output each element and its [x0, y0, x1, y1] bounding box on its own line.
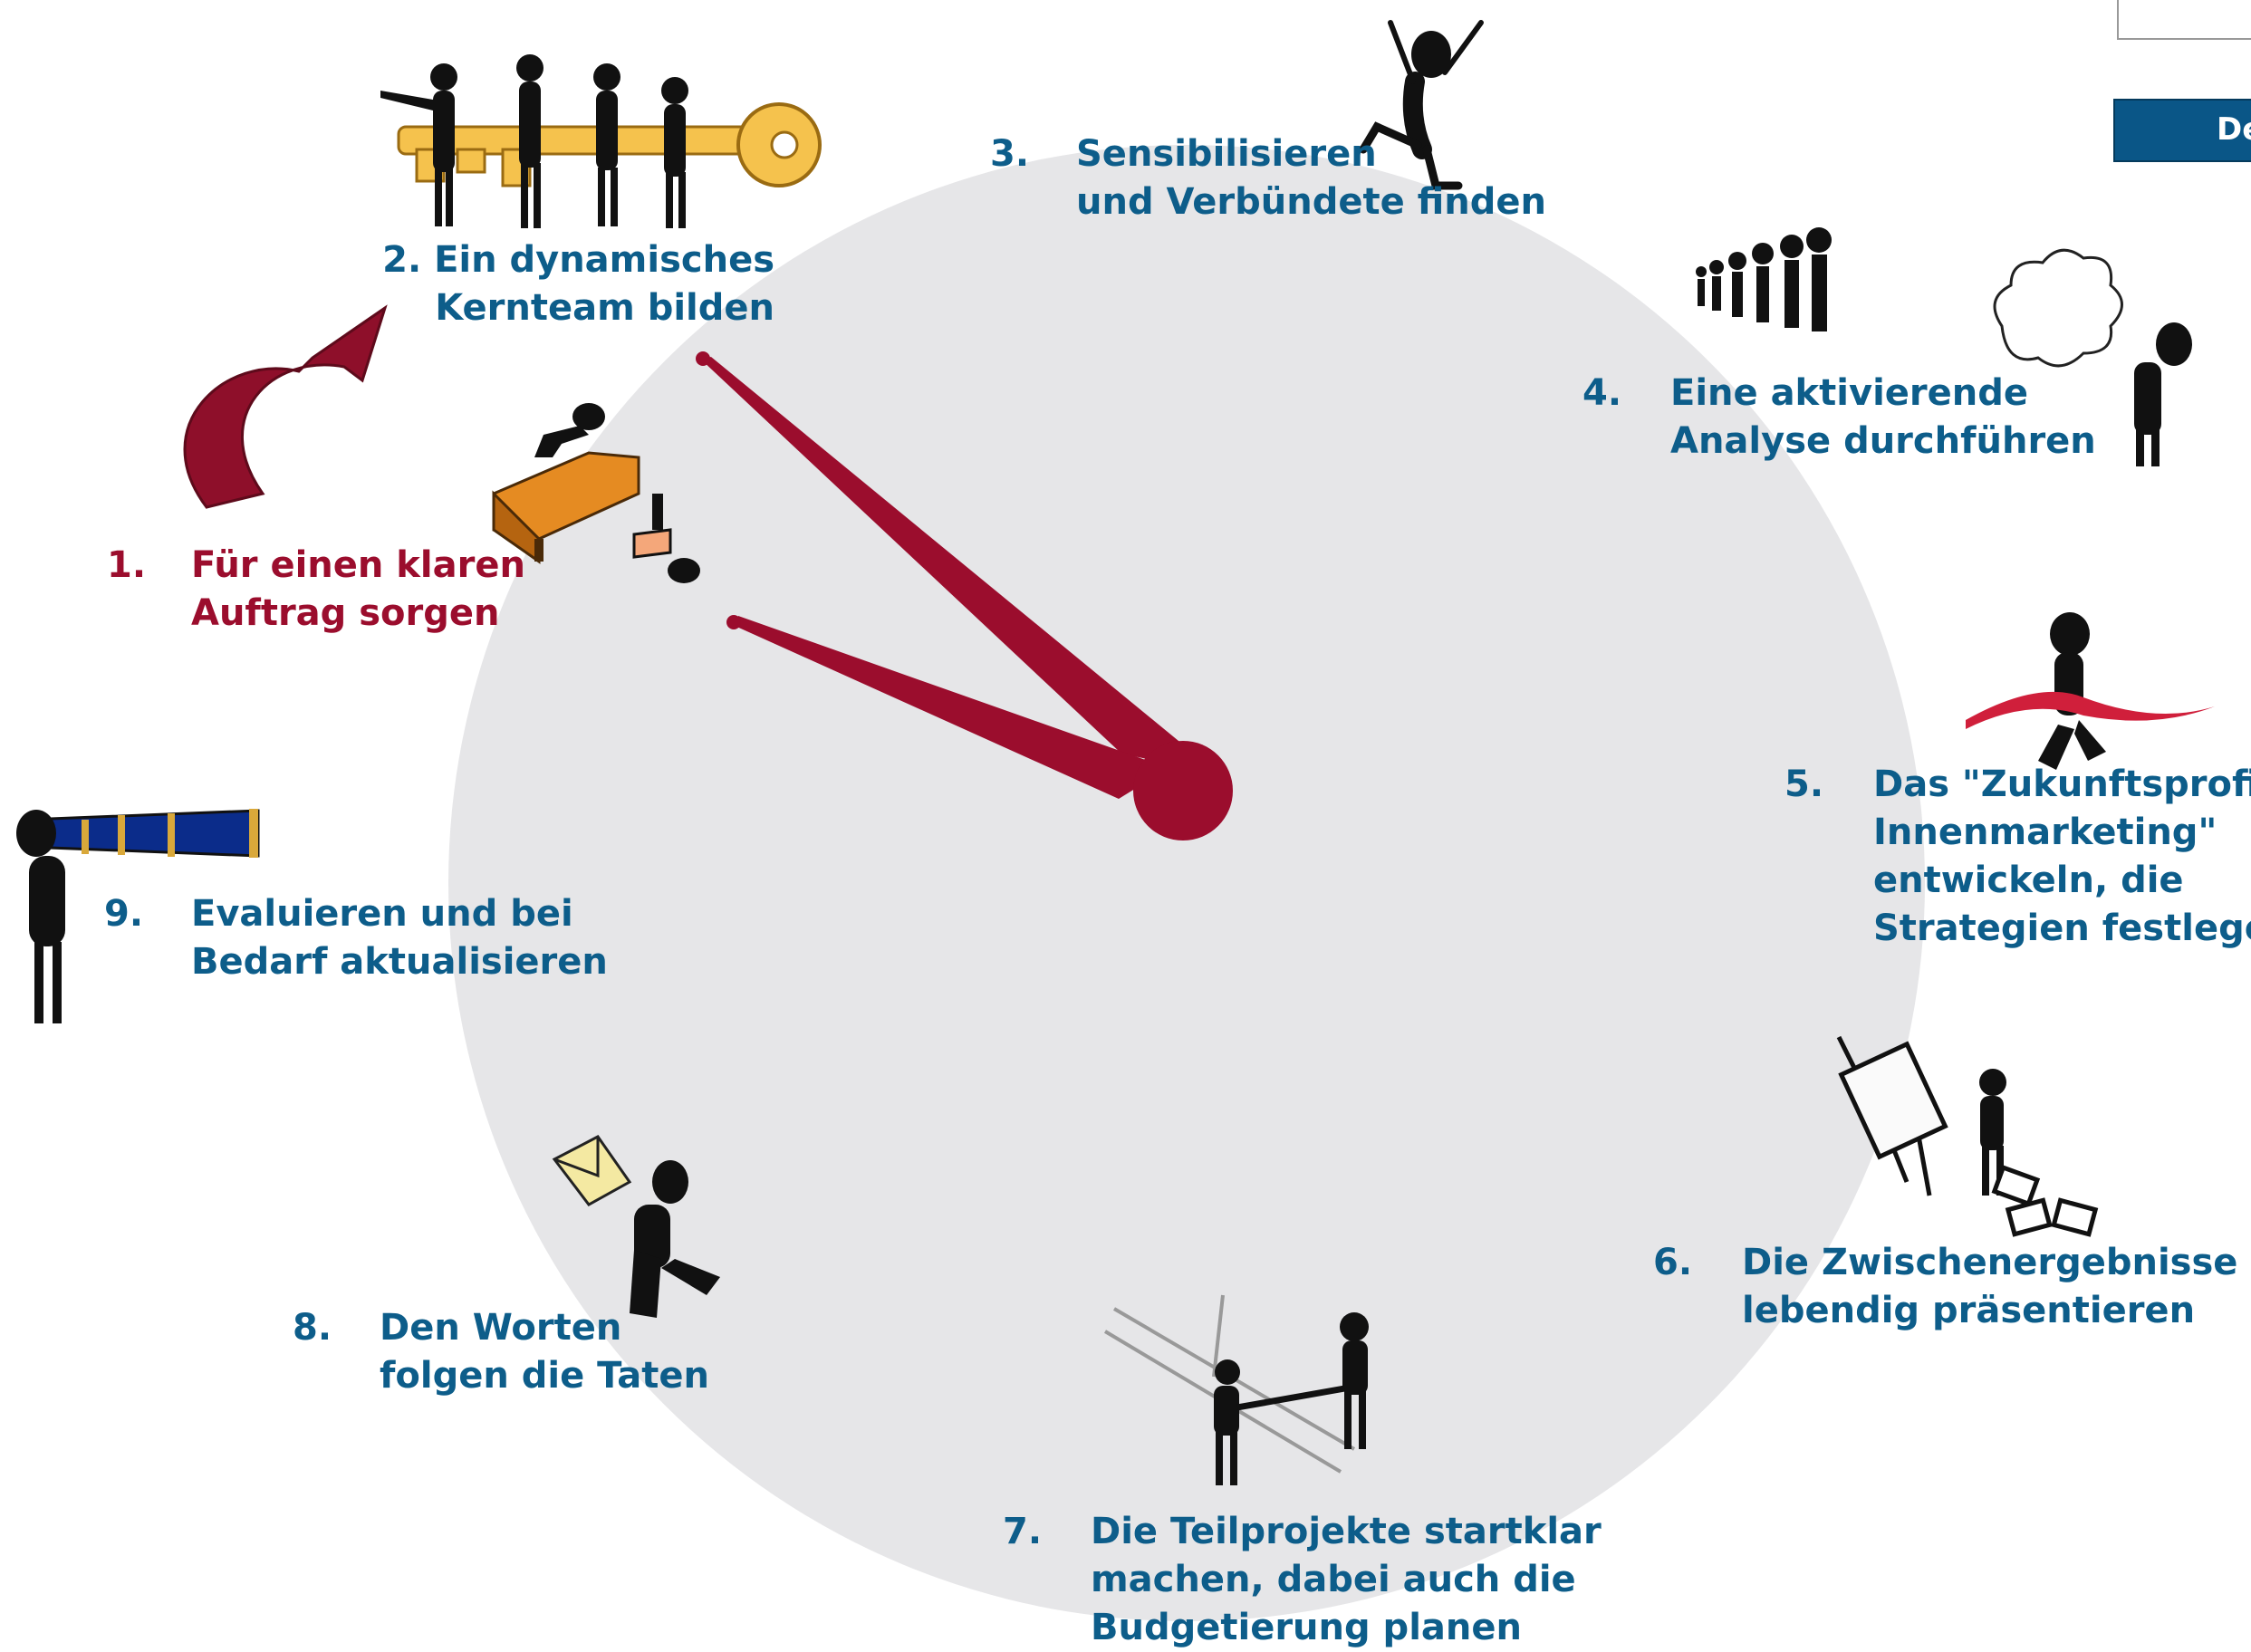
easel-presenter-icon: [1836, 1035, 2099, 1237]
step-line: Bedarf aktualisieren: [191, 941, 608, 983]
step-1: 1. Für einen klaren Auftrag sorgen: [107, 542, 525, 638]
figures-queue-icon: [1696, 227, 1832, 331]
step-number: 1.: [107, 544, 147, 586]
key-team-icon: [380, 54, 822, 228]
step-6: 6. Die Zwischenergebnisse lebendig präse…: [1653, 1239, 2237, 1335]
step-line: Kernteam bilden: [435, 287, 774, 329]
step-line: lebendig präsentieren: [1742, 1290, 2196, 1331]
desk-fall-icon: [492, 403, 700, 583]
letter-jumper-icon: [552, 1135, 720, 1318]
step-line: machen, dabei auch die: [1091, 1559, 1576, 1600]
corner-tab-label: De: [2217, 111, 2251, 148]
step-line: entwickeln, die: [1873, 860, 2184, 901]
step-3: 3. Sensibilisieren und Verbündete finden: [990, 130, 1546, 226]
step-line: 2. Ein dynamisches: [382, 239, 774, 281]
step-9: 9. Evaluieren und bei Bedarf aktualisier…: [104, 890, 608, 986]
clock-hands: [696, 351, 1233, 840]
step-number: 3.: [990, 133, 1030, 175]
logo-frame: [2117, 0, 2251, 40]
step-line: Das "Zukunftsprofil: [1873, 764, 2251, 805]
step-number: 5.: [1784, 764, 1824, 805]
step-line: Die Zwischenergebnisse: [1742, 1242, 2238, 1283]
curved-arrow-icon: [183, 304, 388, 509]
thinking-figure-icon: [1993, 248, 2192, 466]
step-line: und Verbündete finden: [1076, 181, 1547, 223]
finish-ribbon-icon: [1966, 612, 2215, 770]
step-line: Strategien festlegen: [1873, 908, 2251, 949]
corner-tab[interactable]: De: [2113, 99, 2251, 162]
telescope-figure-icon: [16, 809, 260, 1023]
step-number: 4.: [1582, 372, 1622, 414]
step-line: Für einen klaren: [191, 544, 525, 586]
step-line: Evaluieren und bei: [191, 893, 573, 935]
step-8: 8. Den Worten folgen die Taten: [293, 1304, 709, 1400]
step-4: 4. Eine aktivierende Analyse durchführen: [1582, 370, 2096, 466]
clock-dial: [448, 145, 1925, 1621]
step-line: Auftrag sorgen: [191, 592, 500, 634]
step-line: Den Worten: [380, 1307, 622, 1349]
step-number: 9.: [104, 893, 144, 935]
step-line: Eine aktivierende: [1670, 372, 2028, 414]
step-number: 7.: [1003, 1511, 1043, 1552]
handshake-tracks-icon: [1103, 1294, 1369, 1485]
step-line: Budgetierung planen: [1091, 1607, 1522, 1648]
step-line: Sensibilisieren: [1076, 133, 1377, 175]
step-line: Analyse durchführen: [1670, 420, 2096, 462]
step-2: 2. Ein dynamisches Kernteam bilden: [362, 236, 774, 332]
jumping-figure-icon: [1359, 20, 1484, 190]
step-5: 5. Das "Zukunftsprofil Innenmarketing" e…: [1784, 761, 2251, 953]
step-number: 8.: [293, 1307, 332, 1349]
step-number: 6.: [1653, 1242, 1693, 1283]
step-line: folgen die Taten: [380, 1355, 710, 1397]
step-7: 7. Die Teilprojekte startklar machen, da…: [1003, 1508, 1602, 1652]
step-line: Die Teilprojekte startklar: [1091, 1511, 1602, 1552]
step-line: Innenmarketing": [1873, 812, 2217, 853]
